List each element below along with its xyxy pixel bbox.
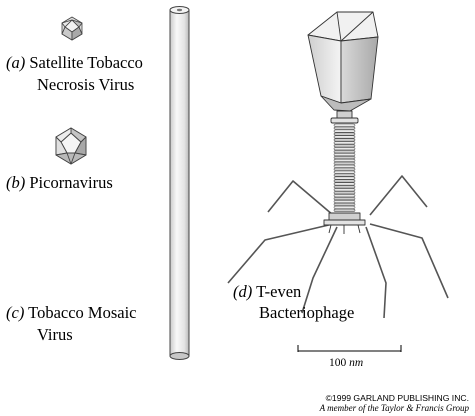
sheath-ring bbox=[333, 170, 356, 174]
scale-unit: nm bbox=[349, 357, 364, 369]
label-b-name: Picornavirus bbox=[29, 173, 113, 192]
label-a-line2: Necrosis Virus bbox=[37, 75, 135, 94]
scale-value: 100 bbox=[329, 357, 347, 369]
label-a-letter: (a) bbox=[6, 53, 26, 72]
sheath-ring bbox=[333, 194, 356, 198]
sheath-ring bbox=[333, 141, 356, 145]
sheath-ring bbox=[333, 197, 356, 201]
sheath-ring bbox=[333, 123, 356, 127]
label-a: (a) Satellite Tobacco bbox=[6, 53, 143, 73]
label-d-line2: Bacteriophage bbox=[259, 303, 355, 322]
scale-bar-label: 100 nm bbox=[329, 357, 363, 369]
copyright-line2: A member of the Taylor & Francis Group bbox=[319, 403, 469, 413]
sheath-ring bbox=[333, 132, 356, 136]
sheath-ring bbox=[333, 188, 356, 192]
sheath-ring bbox=[333, 179, 356, 183]
label-d-letter: (d) bbox=[233, 282, 253, 301]
tobacco-mosaic-virus-rod bbox=[169, 6, 190, 360]
bacteriophage-icon bbox=[227, 11, 449, 319]
sheath-ring bbox=[333, 164, 356, 168]
sheath-ring bbox=[333, 176, 356, 180]
sheath-ring bbox=[333, 208, 356, 212]
sheath-ring bbox=[333, 126, 356, 130]
sheath-ring bbox=[333, 150, 356, 154]
tail-fibers bbox=[227, 175, 449, 319]
phage-head bbox=[307, 11, 379, 112]
sheath-ring bbox=[333, 161, 356, 165]
sheath-ring bbox=[333, 167, 356, 171]
tail-sheath bbox=[333, 123, 356, 212]
sheath-ring bbox=[333, 138, 356, 142]
label-c-line2: Virus bbox=[37, 325, 73, 344]
label-c-line1: Tobacco Mosaic bbox=[28, 303, 137, 322]
sheath-ring bbox=[333, 182, 356, 186]
sheath-ring bbox=[333, 158, 356, 162]
sheath-ring bbox=[333, 153, 356, 157]
sheath-ring bbox=[333, 199, 356, 204]
label-d-line1: T-even bbox=[256, 282, 302, 301]
sheath-ring bbox=[333, 144, 356, 148]
sheath-ring bbox=[333, 147, 356, 151]
sheath-ring bbox=[333, 173, 356, 177]
sheath-ring bbox=[333, 135, 356, 139]
picornavirus-icon bbox=[55, 127, 87, 165]
scale-bar bbox=[297, 345, 402, 352]
sheath-ring bbox=[333, 205, 356, 209]
sheath-ring bbox=[333, 155, 356, 160]
copyright-line1: ©1999 GARLAND PUBLISHING INC. bbox=[325, 393, 469, 403]
label-a-line1: Satellite Tobacco bbox=[29, 53, 143, 72]
satellite-virus-icon bbox=[61, 16, 83, 41]
label-c: (c) Tobacco Mosaic bbox=[6, 303, 137, 323]
sheath-ring bbox=[333, 185, 356, 189]
label-d: (d) T-even bbox=[233, 282, 301, 302]
sheath-ring bbox=[333, 202, 356, 206]
label-b-letter: (b) bbox=[6, 173, 26, 192]
sheath-ring bbox=[333, 191, 356, 195]
sheath-ring bbox=[333, 129, 356, 133]
label-b: (b) Picornavirus bbox=[6, 173, 113, 193]
label-c-letter: (c) bbox=[6, 303, 25, 322]
